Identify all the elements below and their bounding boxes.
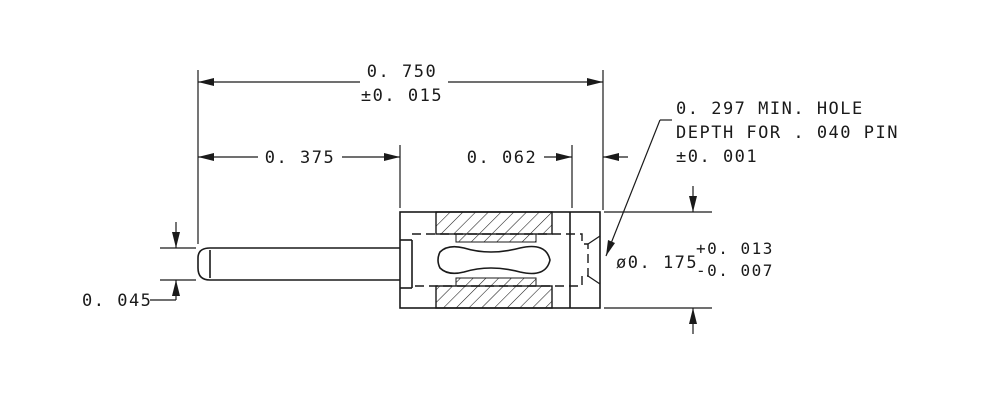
hole-note-line3: ±0. 001 <box>676 147 758 167</box>
hidden-hole-outline <box>412 233 589 287</box>
pin-length-value: 0. 375 <box>265 148 335 168</box>
body-diameter-plus-tol: +0. 013 <box>696 239 774 258</box>
overall-length-tolerance: ±0. 015 <box>361 86 443 106</box>
spring-contact <box>437 245 551 275</box>
dim-pin-length <box>198 153 400 161</box>
pin-shaft <box>197 247 400 281</box>
lip-length-value: 0. 062 <box>467 148 537 168</box>
upper-hatched-wall <box>435 211 553 235</box>
extension-lines <box>160 70 712 309</box>
hole-depth-leader <box>605 119 672 257</box>
dim-body-diameter <box>689 186 697 334</box>
overall-length-value: 0. 750 <box>367 62 437 82</box>
lower-hatched-wall <box>435 285 553 309</box>
hole-note-line1: 0. 297 MIN. HOLE <box>676 99 864 119</box>
body-diameter-minus-tol: -0. 007 <box>696 261 774 280</box>
dim-pin-diameter <box>150 222 180 301</box>
socket-body <box>399 211 601 309</box>
body-diameter-value: ø0. 175 <box>616 253 698 273</box>
pin-diameter-value: 0. 045 <box>82 291 152 311</box>
dim-lip-length <box>544 153 628 161</box>
dim-overall-length <box>198 78 603 86</box>
hole-note-line2: DEPTH FOR . 040 PIN <box>676 123 899 143</box>
